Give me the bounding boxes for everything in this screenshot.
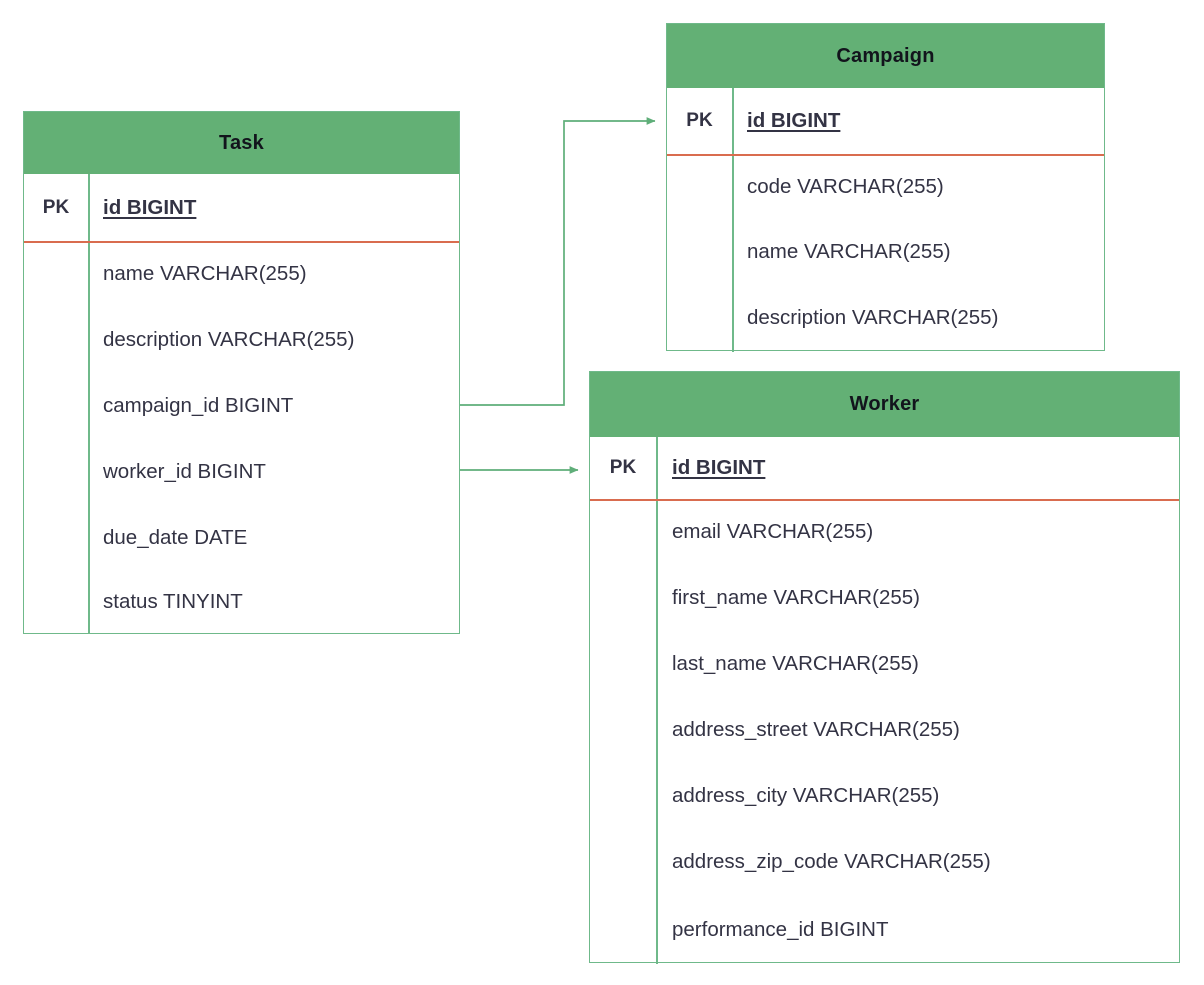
- entity-task-row-attr-1[interactable]: description VARCHAR(255): [24, 307, 459, 373]
- entity-worker-attr-4-field: address_city VARCHAR(255): [672, 784, 940, 807]
- entity-worker-pk-field: id BIGINT: [672, 456, 766, 479]
- entity-task-pk-separator: [24, 241, 459, 243]
- entity-task-row-pk[interactable]: PK id BIGINT: [24, 174, 459, 241]
- connector-task-campaign: [460, 117, 656, 406]
- entity-worker-attr-2-field: last_name VARCHAR(255): [672, 652, 919, 675]
- entity-worker-key-divider: [656, 437, 658, 964]
- entity-task-row-attr-0[interactable]: name VARCHAR(255): [24, 241, 459, 307]
- entity-worker-pk-label: PK: [609, 457, 637, 478]
- entity-worker-attr-6-field: performance_id BIGINT: [672, 917, 889, 941]
- entity-worker-attr-0-field: email VARCHAR(255): [672, 520, 874, 543]
- entity-task-row-attr-4[interactable]: due_date DATE: [24, 505, 459, 571]
- entity-task-attr-3-field: worker_id BIGINT: [103, 460, 266, 483]
- entity-worker-row-pk[interactable]: PK id BIGINT: [590, 437, 1179, 499]
- entity-task-attr-1-field: description VARCHAR(255): [103, 328, 355, 351]
- entity-task-pk-field: id BIGINT: [103, 195, 197, 219]
- entity-campaign-row-attr-0[interactable]: code VARCHAR(255): [667, 154, 1104, 219]
- entity-worker-row-attr-3[interactable]: address_street VARCHAR(255): [590, 697, 1179, 763]
- entity-task-body: PK id BIGINT name VARCHAR(255) descripti…: [24, 174, 459, 633]
- entity-campaign-pk-label: PK: [686, 110, 713, 131]
- entity-task-attr-0-field: name VARCHAR(255): [103, 262, 307, 285]
- entity-campaign-row-attr-2[interactable]: description VARCHAR(255): [667, 284, 1104, 352]
- entity-campaign-attr-2-field: description VARCHAR(255): [747, 306, 999, 329]
- entity-worker-attr-3-field: address_street VARCHAR(255): [672, 718, 960, 741]
- entity-worker-row-attr-6[interactable]: performance_id BIGINT: [590, 895, 1179, 964]
- entity-worker-row-attr-4[interactable]: address_city VARCHAR(255): [590, 763, 1179, 829]
- entity-worker-row-attr-1[interactable]: first_name VARCHAR(255): [590, 565, 1179, 631]
- entity-worker[interactable]: Worker PK id BIGINT email VARCHAR(255) f…: [589, 371, 1180, 964]
- entity-campaign[interactable]: Campaign PK id BIGINT code VARCHAR(255) …: [666, 23, 1105, 352]
- entity-campaign-row-attr-1[interactable]: name VARCHAR(255): [667, 219, 1104, 284]
- entity-campaign-key-divider: [732, 88, 734, 352]
- entity-task-attr-4-field: due_date DATE: [103, 526, 248, 549]
- entity-campaign-row-pk[interactable]: PK id BIGINT: [667, 88, 1104, 154]
- entity-worker-row-attr-2[interactable]: last_name VARCHAR(255): [590, 631, 1179, 697]
- entity-worker-row-attr-0[interactable]: email VARCHAR(255): [590, 499, 1179, 565]
- entity-campaign-attr-0-field: code VARCHAR(255): [747, 174, 944, 198]
- entity-task-row-attr-3[interactable]: worker_id BIGINT: [24, 439, 459, 505]
- entity-task-title: Task: [24, 112, 459, 174]
- entity-task-attr-5-field: status TINYINT: [103, 590, 243, 613]
- entity-worker-title: Worker: [590, 372, 1179, 437]
- entity-worker-attr-5-field: address_zip_code VARCHAR(255): [672, 850, 991, 873]
- entity-task-pk-label: PK: [42, 196, 70, 218]
- entity-worker-pk-separator: [590, 499, 1179, 501]
- entity-task-row-attr-5[interactable]: status TINYINT: [24, 571, 459, 633]
- entity-campaign-body: PK id BIGINT code VARCHAR(255) name VARC…: [667, 88, 1104, 352]
- entity-task-attr-2-field: campaign_id BIGINT: [103, 394, 294, 417]
- entity-campaign-title: Campaign: [667, 24, 1104, 88]
- entity-worker-body: PK id BIGINT email VARCHAR(255) first_na…: [590, 437, 1179, 964]
- entity-task-key-divider: [88, 174, 90, 633]
- entity-campaign-pk-separator: [667, 154, 1104, 156]
- entity-worker-attr-1-field: first_name VARCHAR(255): [672, 586, 920, 609]
- entity-task-row-attr-2[interactable]: campaign_id BIGINT: [24, 373, 459, 439]
- entity-worker-row-attr-5[interactable]: address_zip_code VARCHAR(255): [590, 829, 1179, 895]
- entity-campaign-pk-field: id BIGINT: [747, 109, 841, 132]
- entity-task[interactable]: Task PK id BIGINT name VARCHAR(255) desc…: [23, 111, 460, 634]
- entity-campaign-attr-1-field: name VARCHAR(255): [747, 239, 951, 263]
